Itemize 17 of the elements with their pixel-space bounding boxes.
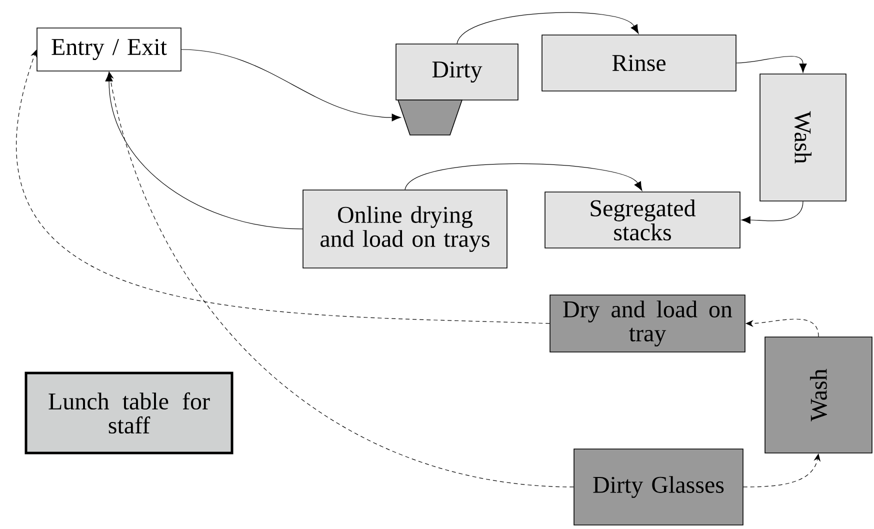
arrow (181, 49, 401, 122)
process-box: Dirty Glasses (574, 448, 744, 526)
arrow (456, 12, 639, 44)
process-box: Online drying and load on trays (302, 190, 508, 268)
table-box: Lunch table for staff (24, 372, 234, 454)
dashed-arrow (18, 50, 550, 324)
entry-box: Entry / Exit (36, 28, 182, 72)
process-box: Wash (764, 336, 872, 454)
process-box: Wash (760, 74, 846, 202)
arrow (736, 56, 807, 73)
process-box: Rinse (542, 34, 736, 92)
arrow (741, 201, 804, 224)
process-box: Dirty (396, 44, 518, 100)
arrow (105, 72, 303, 230)
process-box: Dry and load on tray (550, 294, 746, 352)
process-box: Segregated stacks (544, 192, 740, 248)
arrow (404, 163, 642, 191)
